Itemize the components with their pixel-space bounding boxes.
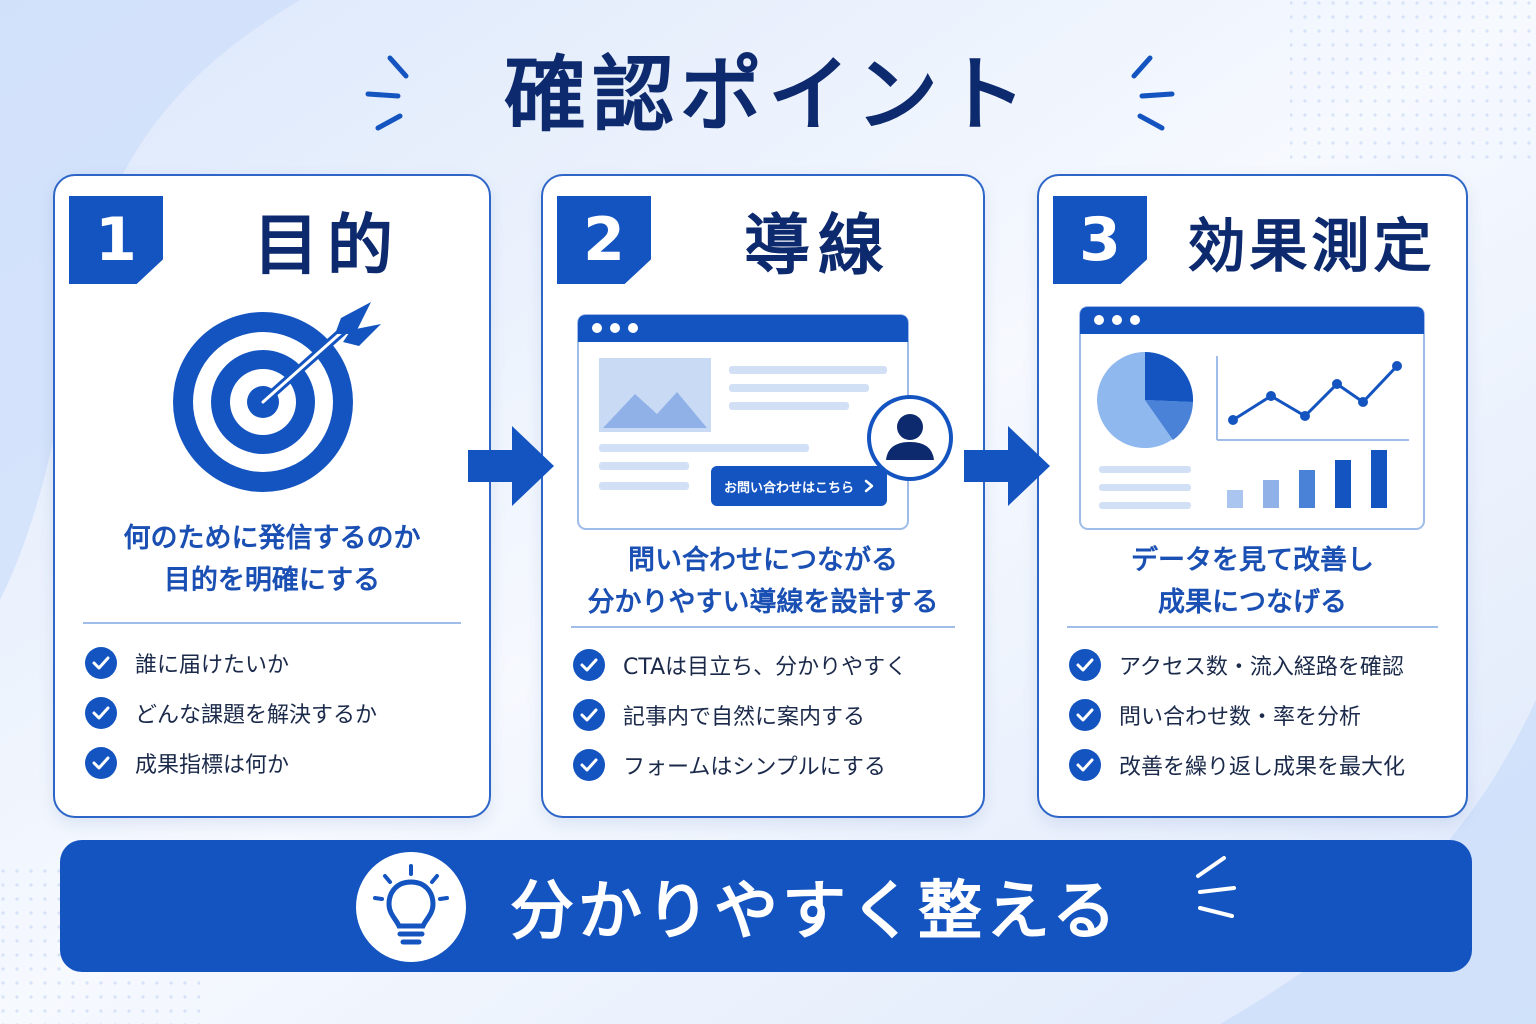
check-icon: [1069, 649, 1101, 681]
check-list: 誰に届けたいか どんな課題を解決するか 成果指標は何か: [85, 638, 479, 788]
banner-text: 分かりやすく整える: [510, 875, 1121, 949]
check-icon: [85, 747, 117, 779]
list-item: どんな課題を解決するか: [85, 688, 479, 738]
list-item: 記事内で自然に案内する: [573, 690, 973, 740]
lightbulb-badge: [356, 852, 466, 962]
card-description: 問い合わせにつながる 分かりやすい導線を設計する: [587, 545, 939, 618]
check-icon: [573, 649, 605, 681]
flow-arrow-icon: [964, 426, 1050, 506]
flow-arrow-icon: [468, 426, 554, 506]
summary-banner: 分かりやすく整える: [60, 840, 1472, 972]
card-measurement: 3 効果測定 データを見て改善し 成果につなげる アクセス: [1037, 174, 1468, 818]
check-icon: [1069, 749, 1101, 781]
check-icon: [85, 697, 117, 729]
card-purpose: 1 目的 何のために発信するのか 目的を明確にする 誰に届けたいか どんな課題を…: [53, 174, 491, 818]
analytics-dashboard-icon: [1079, 306, 1425, 530]
title-spark-right-icon: [1131, 55, 1175, 131]
card-divider: [1067, 626, 1438, 628]
card-number-badge: 3: [1053, 196, 1147, 284]
card-description: データを見て改善し 成果につなげる: [1131, 545, 1374, 618]
card-heading: 効果測定: [1187, 212, 1436, 280]
card-number-badge: 2: [557, 196, 651, 284]
check-icon: [573, 749, 605, 781]
check-icon: [573, 699, 605, 731]
card-description: 何のために発信するのか 目的を明確にする: [123, 523, 421, 596]
cta-button[interactable]: お問い合わせはこちら: [711, 466, 887, 506]
card-number-badge: 1: [69, 196, 163, 284]
lightbulb-icon: [373, 864, 449, 945]
page-title: 確認ポイント: [503, 48, 1032, 143]
card-heading: 目的: [253, 207, 401, 284]
card-flow: 2 導線 お問い合わせはこちら 問い合わせにつながる 分かりやすい導線を設計する…: [541, 174, 985, 818]
list-item: CTAは目立ち、分かりやすく: [573, 640, 973, 690]
list-item: 問い合わせ数・率を分析: [1069, 690, 1456, 740]
list-item: 成果指標は何か: [85, 738, 479, 788]
check-list: CTAは目立ち、分かりやすく 記事内で自然に案内する フォームはシンプルにする: [573, 640, 973, 790]
list-item: 誰に届けたいか: [85, 638, 479, 688]
spark-icon: [1196, 856, 1236, 918]
user-avatar-icon: [867, 395, 953, 481]
check-icon: [85, 647, 117, 679]
target-icon: [173, 302, 381, 492]
check-icon: [1069, 699, 1101, 731]
list-item: アクセス数・流入経路を確認: [1069, 640, 1456, 690]
card-heading: 導線: [744, 207, 892, 284]
card-divider: [83, 622, 461, 624]
list-item: フォームはシンプルにする: [573, 740, 973, 790]
card-divider: [571, 626, 955, 628]
check-list: アクセス数・流入経路を確認 問い合わせ数・率を分析 改善を繰り返し成果を最大化: [1069, 640, 1456, 790]
chevron-right-icon: [864, 479, 874, 493]
list-item: 改善を繰り返し成果を最大化: [1069, 740, 1456, 790]
title-spark-left-icon: [365, 55, 409, 131]
